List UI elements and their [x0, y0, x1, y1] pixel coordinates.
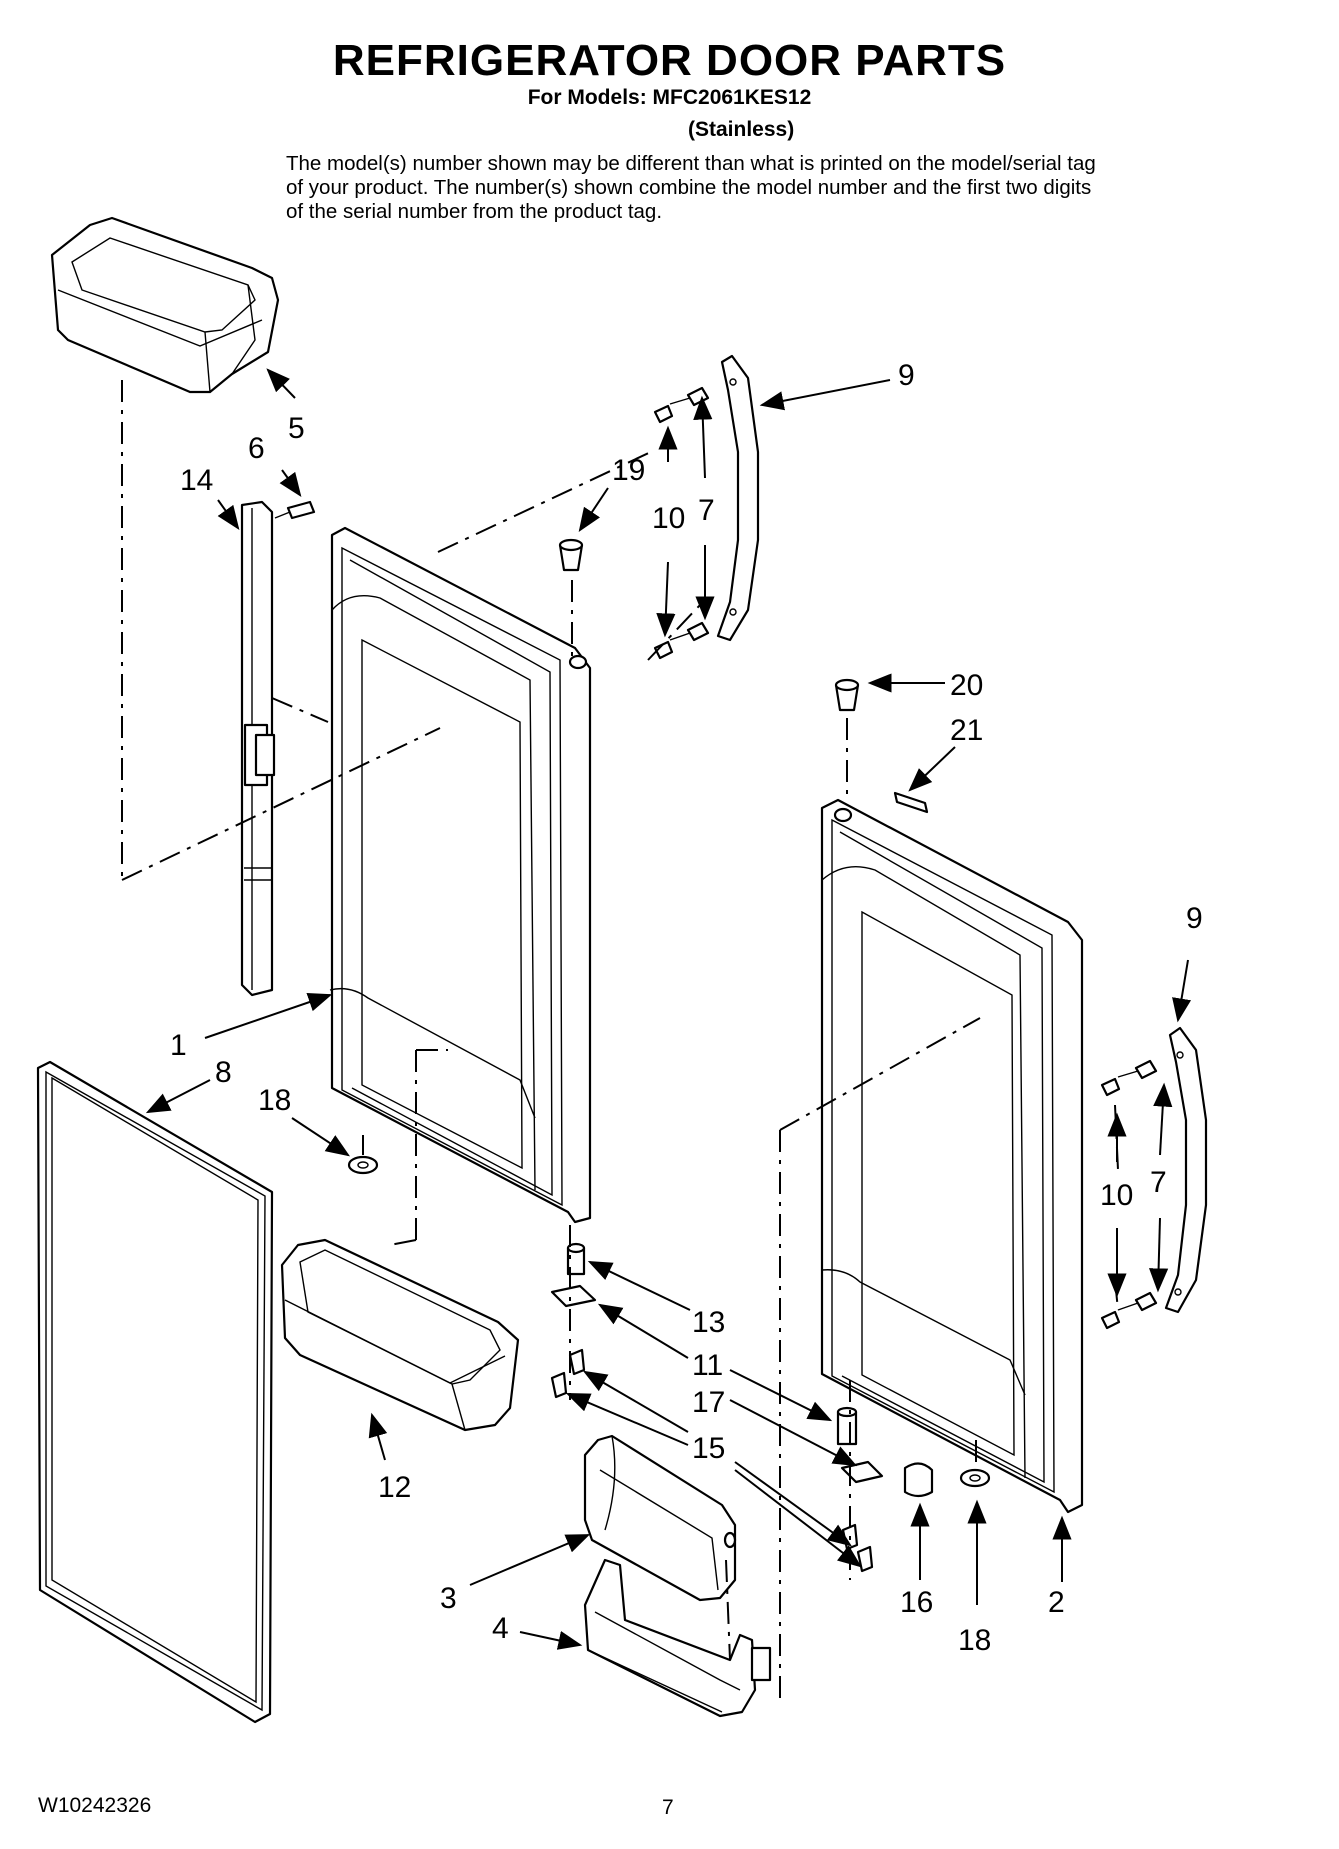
- part-20-bushing: [834, 678, 860, 712]
- part-1-left-door: [329, 526, 592, 1224]
- model-note: The model(s) number shown may be differe…: [286, 152, 1096, 223]
- assembly-lines: [121, 380, 1119, 1700]
- callout-16: 16: [900, 1586, 933, 1619]
- part-9-handle-upper: [716, 354, 760, 642]
- document-number: W10242326: [38, 1794, 152, 1817]
- part-5-door-bin: [50, 216, 280, 394]
- part-18-washers: [347, 1155, 991, 1488]
- callout-9-lower: 9: [1186, 902, 1203, 935]
- callout-7-lower: 7: [1150, 1166, 1167, 1199]
- callout-2: 2: [1048, 1586, 1065, 1619]
- callout-8: 8: [215, 1056, 232, 1089]
- callout-7-upper: 7: [698, 494, 715, 527]
- callout-13: 13: [692, 1306, 725, 1339]
- callout-21: 21: [950, 714, 983, 747]
- callout-14: 14: [180, 464, 213, 497]
- part-11-hinge-pin: [836, 1406, 858, 1446]
- part-3-bin-cover: [583, 1434, 737, 1602]
- part-6-screw: [274, 500, 316, 520]
- models-line: For Models: MFC2061KES12: [527, 86, 812, 109]
- callout-18-left: 18: [258, 1084, 291, 1117]
- callout-11: 11: [692, 1349, 723, 1382]
- callout-10-lower: 10: [1100, 1179, 1133, 1212]
- callout-5: 5: [288, 412, 305, 445]
- part-4-bin: [583, 1558, 772, 1718]
- part-2-right-door: [820, 798, 1084, 1514]
- finish-label: (Stainless): [688, 118, 795, 141]
- callout-9-upper: 9: [898, 359, 915, 392]
- callout-6: 6: [248, 432, 265, 465]
- parts-7-10-screws-lower: [1100, 1059, 1158, 1330]
- page-title: REFRIGERATOR DOOR PARTS: [332, 36, 1007, 85]
- callout-labels: 5 6 14 9 19 10 7 20 21 9 10 7 1 8 18 13 …: [170, 359, 1203, 1657]
- callout-1: 1: [170, 1029, 187, 1062]
- callout-18-right: 18: [958, 1624, 991, 1657]
- part-9-handle-lower: [1164, 1026, 1208, 1314]
- part-16-cam: [903, 1462, 934, 1498]
- callout-19: 19: [612, 454, 645, 487]
- callout-10-upper: 10: [652, 502, 685, 535]
- callout-15: 15: [692, 1432, 725, 1465]
- callout-12: 12: [378, 1471, 411, 1504]
- callout-4: 4: [492, 1612, 509, 1645]
- part-12-door-bin: [280, 1238, 520, 1432]
- page-number: 7: [662, 1796, 674, 1819]
- callout-17: 17: [692, 1386, 725, 1419]
- part-13-hinge-pin: [566, 1242, 586, 1276]
- part-8-door-gasket: [36, 1060, 274, 1724]
- callout-20: 20: [950, 669, 983, 702]
- part-21-shim: [893, 791, 929, 814]
- part-14-mullion-rail: [240, 500, 276, 997]
- part-19-bushing: [558, 538, 584, 572]
- callout-3: 3: [440, 1582, 457, 1615]
- leader-arrows: [145, 368, 1192, 1650]
